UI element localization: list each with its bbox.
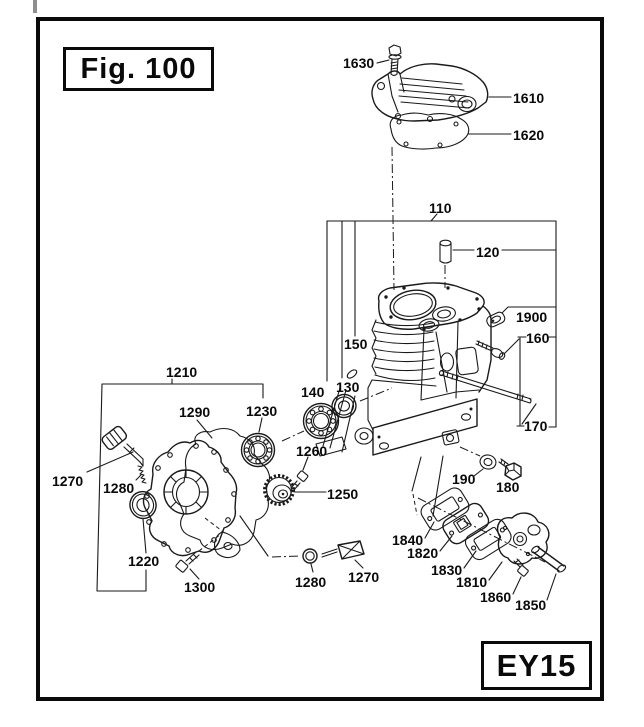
part-label-reed-valve-plate: 1820 — [407, 545, 438, 561]
dipstick-drawing — [101, 425, 143, 466]
part-label-cover-oil-seal: 1220 — [128, 553, 159, 569]
leader-1220 — [143, 519, 146, 553]
leader-1630 — [377, 60, 389, 63]
cover-bearing-drawing — [242, 434, 275, 467]
cylinder-head-group — [372, 45, 511, 290]
part-label-reed-gasket-inner: 1830 — [431, 562, 462, 578]
part-label-o-ring: 1280 — [103, 480, 134, 496]
head-gasket-drawing — [390, 113, 469, 149]
leader-stud170 — [522, 404, 536, 424]
page-margin-tick — [33, 0, 37, 13]
part-label-intake-insulator: 1810 — [456, 574, 487, 590]
part-label-governor-gear: 1250 — [327, 486, 358, 502]
drain-plug-drawing — [499, 459, 521, 480]
leader-1820 — [440, 536, 452, 551]
leader-1860 — [513, 577, 521, 594]
intake-pin-drawing — [530, 545, 566, 574]
part-label-crankcase: 110 — [429, 200, 452, 216]
leader-1260 — [303, 457, 308, 470]
leader-stud160 — [504, 339, 519, 354]
part-label-head-bolt: 1630 — [343, 55, 374, 71]
crankcase-group — [316, 214, 556, 516]
leader-1300 — [190, 569, 199, 579]
part-label-plug: 1900 — [516, 309, 547, 325]
oil-seal-main-drawing — [329, 392, 358, 420]
stud-170-drawing — [439, 370, 531, 403]
part-labels-layer: 1630 1610 1620 110 120 1900 160 150 130 140 1210 12… — [52, 55, 550, 613]
part-label-main-bearing: 140 — [301, 384, 325, 400]
leader-110 — [431, 214, 437, 221]
part-label-cylinder-head: 1610 — [513, 90, 544, 106]
leader-1290 — [197, 420, 212, 438]
reed-valve-group — [418, 485, 567, 600]
main-bearing-drawing — [304, 404, 339, 439]
bracket-110 — [327, 221, 556, 427]
figure-title: Fig. 100 — [80, 52, 197, 85]
model-code-box: EY15 — [481, 641, 592, 690]
part-label-woodruff-key: 150 — [344, 336, 368, 352]
leader-1230 — [259, 418, 262, 432]
o-ring-2-drawing — [303, 549, 317, 563]
part-label-cover-bolt: 1300 — [184, 579, 215, 595]
cover-group — [87, 368, 392, 591]
gear-bolt-drawing — [291, 470, 308, 490]
drain-centerline — [460, 447, 480, 456]
part-label-dipstick: 1270 — [52, 473, 83, 489]
part-label-intake-bolt: 1860 — [480, 589, 511, 605]
part-label-drain-plug: 180 — [496, 479, 520, 495]
part-label-cover-gasket: 1290 — [179, 404, 210, 420]
part-label-stud-long: 170 — [524, 418, 548, 434]
reed-valve-plate-drawing — [440, 500, 492, 546]
intake-bolt-drawing — [514, 559, 529, 577]
cover-bolt-drawing — [175, 552, 199, 573]
leader-1270b — [355, 560, 363, 568]
o-ring-spring-drawing — [138, 466, 146, 483]
governor-gear-drawing — [265, 476, 294, 505]
part-label-oil-seal-main: 130 — [336, 379, 360, 395]
part-label-stud-short: 160 — [526, 330, 550, 346]
part-label-head-gasket: 1620 — [513, 127, 544, 143]
drain-washer-drawing — [478, 453, 497, 471]
bracket-1210 — [97, 384, 263, 591]
dipstick-2-drawing — [322, 541, 364, 559]
cover-gasket-drawing — [177, 429, 270, 550]
leader-1840 — [425, 522, 434, 538]
figure-title-box: Fig. 100 — [63, 47, 214, 91]
leader-1830 — [464, 551, 476, 568]
leader-1900 — [502, 307, 556, 313]
leader-1280b — [311, 564, 313, 572]
leader-1270 — [87, 452, 133, 472]
model-code: EY15 — [496, 647, 577, 683]
part-label-intake-pin: 1850 — [515, 597, 546, 613]
part-label-cover-bearing: 1230 — [246, 403, 277, 419]
cover-body-drawing — [144, 440, 240, 557]
crankcase-drawing — [316, 283, 491, 456]
head-bolt-drawing — [389, 45, 401, 76]
part-label-cover-assembly: 1210 — [166, 364, 197, 380]
part-label-o-ring-2: 1280 — [295, 574, 326, 590]
head-centerline — [392, 147, 394, 290]
leader-190 — [474, 469, 483, 476]
diagram-border — [36, 17, 604, 701]
cylinder-head-drawing — [372, 64, 488, 122]
leader-1810 — [489, 562, 502, 580]
intake-insulator-drawing — [498, 513, 549, 564]
part-label-drain-washer: 190 — [452, 471, 476, 487]
stud-160-drawing — [476, 341, 506, 360]
part-label-gear-bolt: 1260 — [296, 443, 327, 459]
cover-oil-seal-drawing — [126, 488, 160, 522]
plug-1900-drawing — [485, 311, 506, 329]
part-label-dowel-pin: 120 — [476, 244, 500, 260]
dowel-pin-drawing — [440, 240, 451, 263]
part-label-dipstick-2: 1270 — [348, 569, 379, 585]
reed-gasket-outer-drawing — [418, 485, 472, 533]
woodruff-key-drawing — [346, 368, 358, 380]
leader-1280 — [136, 475, 141, 480]
part-label-reed-gasket-outer: 1840 — [392, 532, 423, 548]
leader-1850 — [547, 574, 556, 600]
